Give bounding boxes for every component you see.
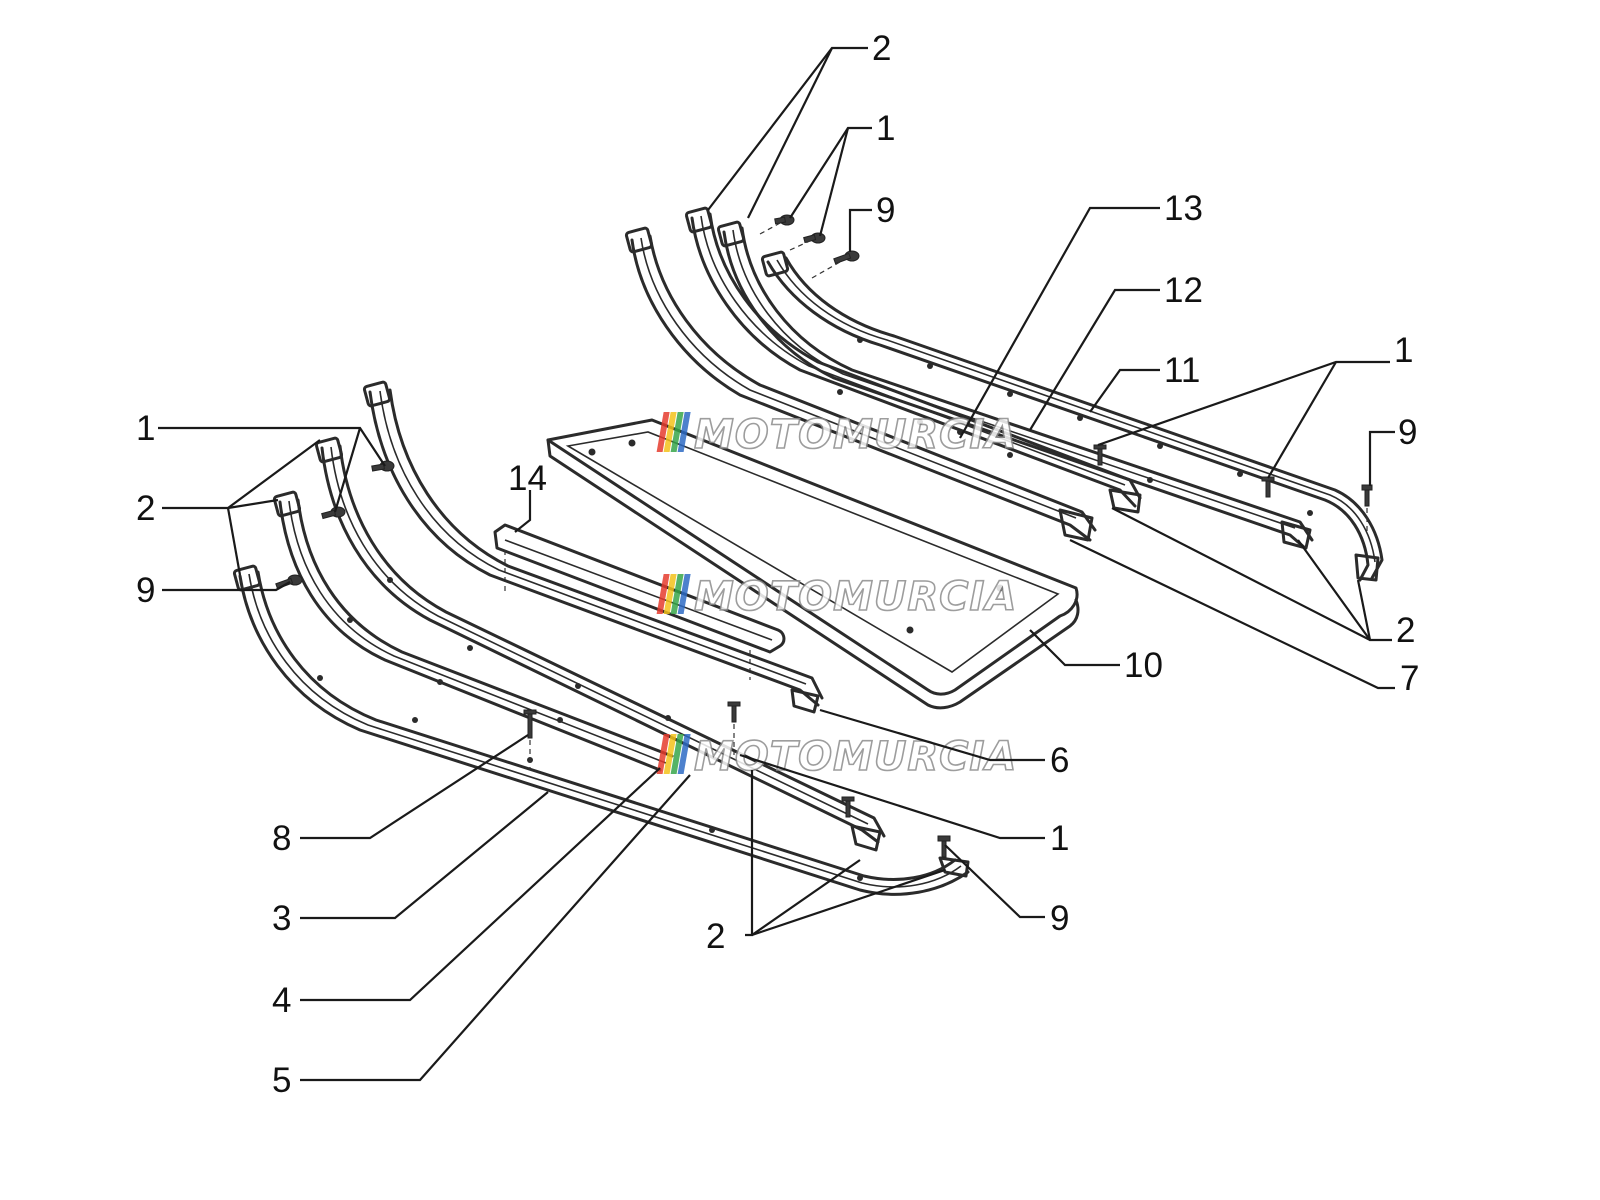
watermark-stripe-blue xyxy=(677,574,691,614)
callout-label: 4 xyxy=(272,981,291,1020)
watermark-text: MOTOMURCIA xyxy=(694,574,1017,620)
watermark-stripe-yellow xyxy=(663,734,677,774)
leader-lines xyxy=(158,46,1395,1082)
right-footboard-strips xyxy=(624,206,1384,582)
screw-part-1 xyxy=(803,232,826,244)
watermark-stripe-yellow xyxy=(663,412,677,452)
callout-label: 2 xyxy=(136,489,155,528)
strip-part-11 xyxy=(760,250,1384,582)
callout-label: 2 xyxy=(872,29,891,68)
callout-label: 14 xyxy=(508,459,547,498)
callout-label: 7 xyxy=(1400,659,1419,698)
callout-label: 5 xyxy=(272,1061,291,1100)
strip-part-5 xyxy=(314,436,886,852)
screw-part-9 xyxy=(1361,484,1373,507)
callout-label: 13 xyxy=(1164,189,1203,228)
callout-label: 9 xyxy=(876,191,895,230)
callout-label: 12 xyxy=(1164,271,1203,310)
watermark-text: MOTOMURCIA xyxy=(694,734,1017,780)
right-strip-holes xyxy=(837,337,1313,516)
strip-part-6 xyxy=(362,380,824,714)
callout-label: 3 xyxy=(272,899,291,938)
strip-part-7 xyxy=(624,226,1097,542)
screw-part-1 xyxy=(1261,476,1275,498)
screw-part-1 xyxy=(841,796,855,818)
strip-part-13 xyxy=(684,206,1142,514)
left-screws xyxy=(275,460,951,858)
watermark-stripe-red xyxy=(656,734,670,774)
floor-mat-part-10 xyxy=(546,418,1080,710)
watermark-stripe-blue xyxy=(677,412,691,452)
left-footboard-strips xyxy=(232,380,970,896)
watermark-stripe-blue xyxy=(677,734,691,774)
strip-part-4 xyxy=(272,490,674,772)
watermark-stripe-green xyxy=(670,412,684,452)
watermark-stripe-green xyxy=(670,734,684,774)
screw-part-9 xyxy=(937,835,951,858)
callout-label: 8 xyxy=(272,819,291,858)
callout-label: 9 xyxy=(1398,413,1417,452)
screw-part-1 xyxy=(727,701,741,723)
screw-part-1 xyxy=(321,506,346,520)
callout-label: 10 xyxy=(1124,646,1163,685)
left-strip-holes xyxy=(317,577,863,881)
watermark-stripe-green xyxy=(670,574,684,614)
callout-label: 1 xyxy=(1050,819,1069,858)
callout-label: 2 xyxy=(1396,611,1415,650)
callouts: 2 1 9 13 12 11 1 9 2 7 1 2 9 14 10 6 1 8… xyxy=(136,29,1419,1100)
strip-part-3 xyxy=(232,564,970,896)
callout-label: 9 xyxy=(136,571,155,610)
watermark: MOTOMURCIA MOTOMURCIA MOTOMURCIA xyxy=(656,411,1017,781)
callout-label: 2 xyxy=(706,917,725,956)
callout-label: 9 xyxy=(1050,899,1069,938)
screw-part-9 xyxy=(833,250,860,265)
right-screws xyxy=(759,214,1373,535)
strip-part-12 xyxy=(716,220,1314,550)
callout-label: 6 xyxy=(1050,741,1069,780)
screw-part-8 xyxy=(523,709,537,739)
watermark-stripe-yellow xyxy=(663,574,677,614)
watermark-stripe-red xyxy=(656,412,670,452)
callout-label: 1 xyxy=(876,109,895,148)
callout-label: 1 xyxy=(1394,331,1413,370)
callout-label: 11 xyxy=(1164,351,1200,390)
callout-label: 1 xyxy=(136,409,155,448)
watermark-text: MOTOMURCIA xyxy=(694,412,1017,458)
watermark-stripe-red xyxy=(656,574,670,614)
